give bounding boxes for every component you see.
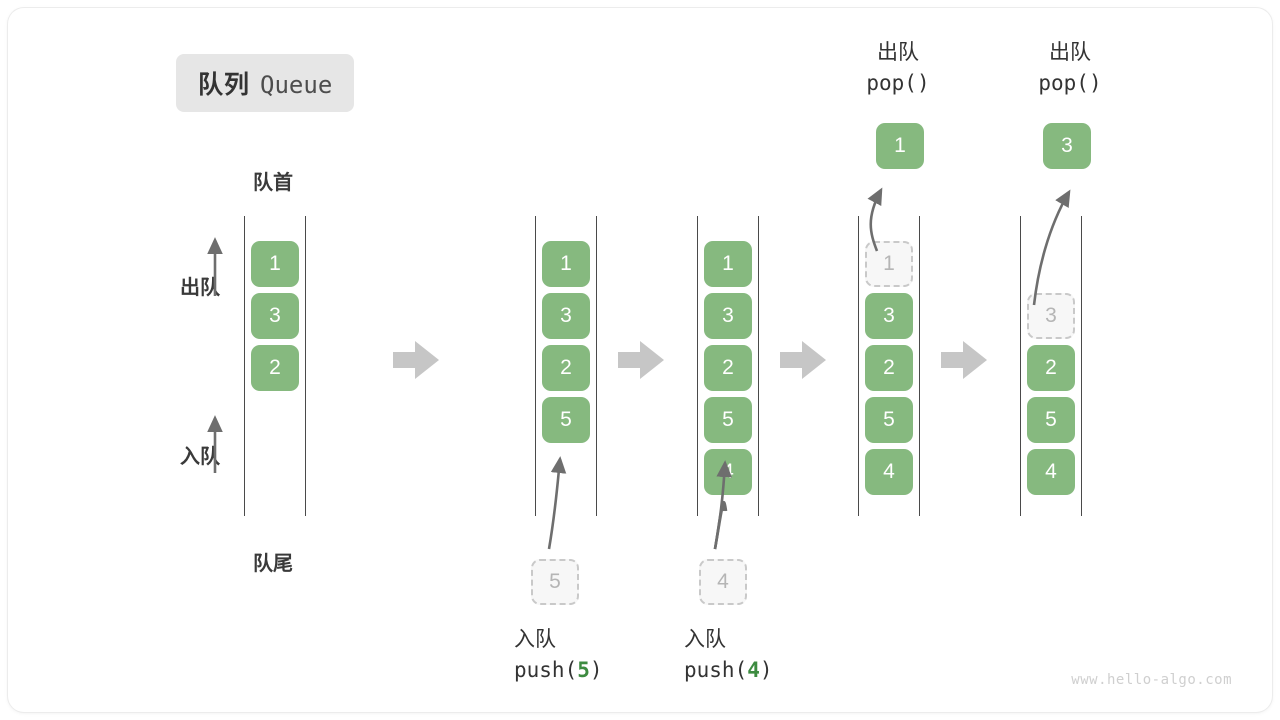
flow-arrow-2: [618, 341, 664, 379]
push-5-code-suffix: ): [589, 658, 603, 683]
pop-1-caption-code: pop(): [818, 68, 978, 98]
queue-item: 2: [865, 345, 913, 391]
pop-3-code-prefix: pop(: [1038, 71, 1089, 96]
queue-head-label: 队首: [253, 172, 293, 194]
pop-1-caption-cn: 出队: [877, 41, 919, 64]
diagram-title-badge: 队列 Queue: [176, 54, 355, 112]
queue-item: 5: [865, 397, 913, 443]
title-english: Queue: [260, 71, 333, 99]
push-4-caption: 入队 push(4): [684, 625, 884, 686]
removed-ghost-item: 1: [865, 241, 913, 287]
pop-1-code-prefix: pop(: [866, 71, 917, 96]
queue-item: 2: [704, 345, 752, 391]
flow-arrow-4: [941, 341, 987, 379]
queue-rail-initial: [244, 216, 306, 516]
removed-ghost-item: 3: [1027, 293, 1075, 339]
diagram-card: 队列 Queue 队首 队尾 出队 入队 1 3 2 1 3 2 5 5 入队 …: [8, 8, 1272, 712]
queue-item: 4: [1027, 449, 1075, 495]
push-4-caption-cn: 入队: [684, 628, 726, 651]
push-4-code-suffix: ): [759, 658, 773, 683]
popped-item: 1: [876, 123, 924, 169]
push-5-caption-cn: 入队: [514, 628, 556, 651]
pop-3-code-suffix: ): [1088, 71, 1102, 96]
pop-3-caption-code: pop(): [990, 68, 1150, 98]
pop-3-caption-cn: 出队: [1049, 41, 1091, 64]
incoming-ghost-item: 4: [699, 559, 747, 605]
queue-item: 5: [1027, 397, 1075, 443]
queue-item: 3: [704, 293, 752, 339]
queue-item: 4: [865, 449, 913, 495]
queue-rail-after-push-5: [535, 216, 597, 516]
queue-item: 3: [865, 293, 913, 339]
push-5-caption-code: push(5): [514, 655, 714, 685]
queue-item: 2: [1027, 345, 1075, 391]
queue-item: 3: [251, 293, 299, 339]
dequeue-direction-label: 出队: [180, 277, 220, 299]
queue-item: 2: [542, 345, 590, 391]
arrows-overlay: [207, 187, 1071, 550]
push-5-caption: 入队 push(5): [514, 625, 714, 686]
push-4-code-arg: 4: [747, 658, 760, 683]
push-4-caption-code: push(4): [684, 655, 884, 685]
queue-item: 3: [542, 293, 590, 339]
push-5-code-prefix: push(: [514, 658, 578, 683]
site-watermark: www.hello-algo.com: [1071, 672, 1232, 688]
queue-item: 1: [542, 241, 590, 287]
queue-item: 1: [251, 241, 299, 287]
pop-1-code-suffix: ): [916, 71, 930, 96]
queue-item: 1: [704, 241, 752, 287]
queue-item-new: 4: [704, 449, 752, 495]
queue-item-new: 5: [542, 397, 590, 443]
popped-item: 3: [1043, 123, 1091, 169]
queue-rail-after-pop-1: [858, 216, 920, 516]
queue-item: 2: [251, 345, 299, 391]
push-4-code-prefix: push(: [684, 658, 748, 683]
queue-tail-label: 队尾: [253, 553, 293, 575]
push-5-code-arg: 5: [577, 658, 590, 683]
pop-3-caption: 出队 pop(): [990, 38, 1150, 99]
pop-1-caption: 出队 pop(): [818, 38, 978, 99]
flow-arrow-1: [393, 341, 439, 379]
incoming-ghost-item: 5: [531, 559, 579, 605]
flow-arrow-3: [780, 341, 826, 379]
queue-item: 5: [704, 397, 752, 443]
queue-rail-after-push-4: [697, 216, 759, 516]
title-chinese: 队列: [198, 71, 251, 99]
queue-rail-after-pop-3: [1020, 216, 1082, 516]
enqueue-direction-label: 入队: [180, 446, 220, 468]
